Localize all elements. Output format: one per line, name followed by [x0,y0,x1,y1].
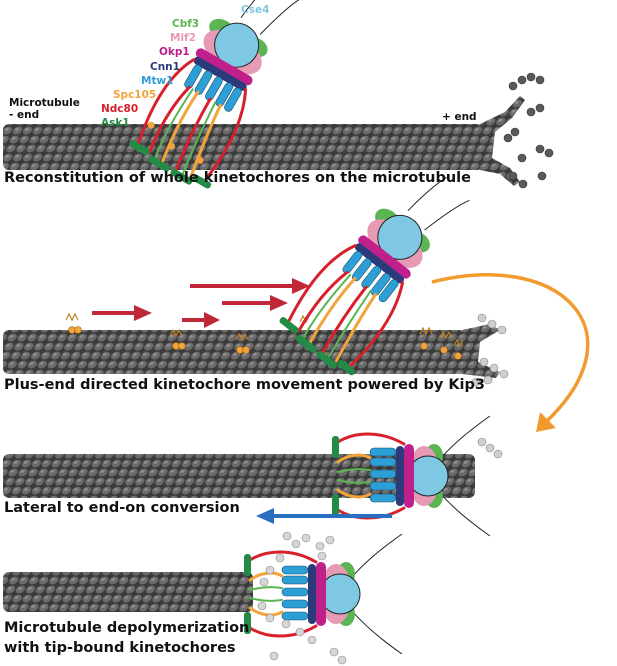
caption-panel2: Plus-end directed kinetochore movement p… [4,377,485,393]
protein-label-cnn1: Cnn1 [150,61,180,73]
protein-label-mif2: Mif2 [170,32,196,44]
kinetochore-panel2 [279,177,470,376]
protein-label-mtw1: Mtw1 [141,75,174,87]
caption-panel4-line2: with tip-bound kinetochores [4,640,236,656]
caption-panel3: Lateral to end-on conversion [4,500,240,516]
minus-end-label: Microtubule - end [9,97,80,121]
microtubule-panel3 [3,454,475,498]
microtubule-panel1 [3,96,525,186]
free-tubulin-panel1 [503,72,554,189]
free-tubulin-panel4 [257,531,347,665]
protein-label-cse4: Cse4 [241,4,270,16]
protein-label-ask1: Ask1 [101,117,130,129]
kinetochore-panel4 [244,533,403,655]
red-arrows [92,278,310,328]
caption-panel1: Reconstitution of whole kinetochores on … [4,170,471,186]
protein-label-cbf3: Cbf3 [172,18,200,30]
minus-end-label-line1: Microtubule [9,97,80,109]
orange-arrow [431,273,590,432]
minus-end-label-line2: - end [9,109,40,121]
blue-arrow [256,508,392,524]
plus-end-label: + end [442,111,477,123]
kip3-heads [68,326,462,360]
protein-label-ndc80: Ndc80 [101,103,139,115]
protein-label-spc105: Spc105 [113,89,157,101]
protein-label-okp1: Okp1 [159,46,190,58]
microtubule-panel2 [3,324,500,378]
kinetochore-panel1 [129,0,301,189]
free-tubulin-panel2 [471,313,509,387]
caption-panel4-line1: Microtubule depolymerization [4,620,250,636]
free-tubulin-panel3 [477,437,503,459]
microtubule-panel4 [3,572,253,612]
